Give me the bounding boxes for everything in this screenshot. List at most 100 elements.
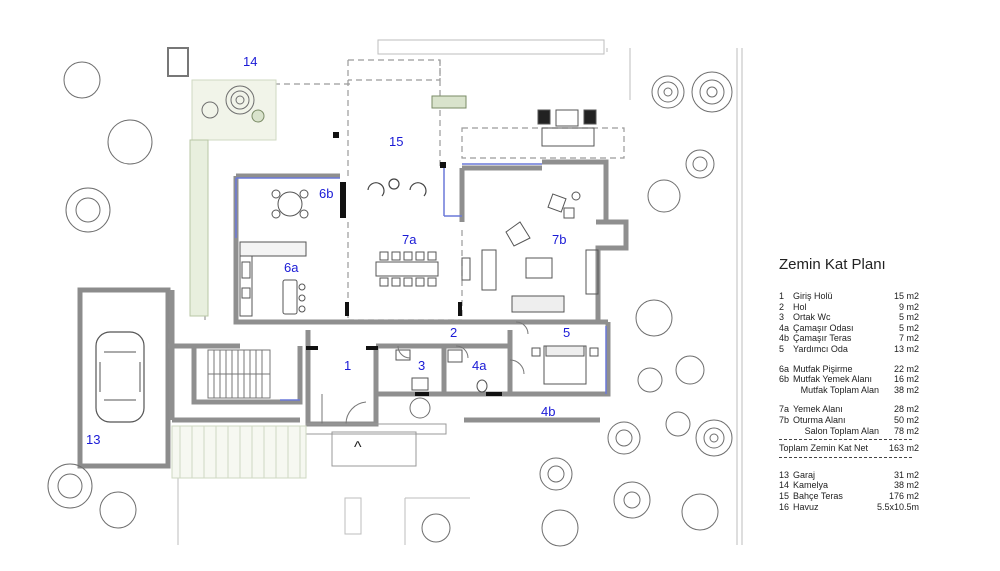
legend-row: 5 Yardımcı Oda 13 m2 bbox=[779, 344, 919, 355]
tree-9 bbox=[607, 421, 641, 455]
tree-16 bbox=[47, 463, 93, 509]
legend-row-number: 14 bbox=[779, 480, 790, 491]
room-label-6a: 6a bbox=[284, 260, 299, 275]
legend-row-name: Çamaşır Teras bbox=[793, 333, 852, 344]
legend-row-value: 38 m2 bbox=[893, 480, 919, 491]
legend-divider-2 bbox=[779, 456, 912, 458]
tree-21 bbox=[421, 513, 451, 543]
legend-row-name: Kamelya bbox=[793, 480, 829, 491]
tree-18 bbox=[409, 397, 431, 419]
tree-8 bbox=[695, 419, 733, 457]
legend-row-number: 7b bbox=[779, 414, 790, 425]
legend-row-value: 22 m2 bbox=[893, 363, 919, 374]
legend-row-name: Oturma Alanı bbox=[793, 414, 846, 425]
room-label-14: 14 bbox=[243, 54, 257, 69]
tree-12 bbox=[681, 493, 719, 531]
planter bbox=[251, 95, 467, 123]
legend-row-name: Yardımcı Oda bbox=[793, 343, 848, 354]
shrub-strip bbox=[189, 139, 209, 317]
glazing bbox=[235, 163, 607, 401]
wc-fixtures bbox=[395, 349, 488, 393]
garage bbox=[77, 287, 171, 469]
tree-19 bbox=[539, 457, 573, 491]
entrance-canopy bbox=[305, 423, 447, 467]
room-label-4b: 4b bbox=[541, 404, 555, 419]
legend-row-name: Yemek Alanı bbox=[793, 404, 843, 415]
legend-row-name: Giriş Holü bbox=[793, 291, 833, 301]
legend-row-number: 6a bbox=[779, 363, 790, 374]
legend-row-value: 7 m2 bbox=[898, 333, 919, 344]
lawn-strip bbox=[171, 425, 307, 479]
legend-row-value: 5 m2 bbox=[898, 312, 919, 323]
dining-table bbox=[375, 251, 439, 287]
trees bbox=[47, 61, 733, 547]
legend-row-value: 13 m2 bbox=[893, 343, 919, 354]
tree-17 bbox=[99, 491, 137, 529]
legend-row-value: 5.5x10.5m bbox=[876, 501, 919, 512]
room-label-13: 13 bbox=[86, 432, 100, 447]
room-label-7b: 7b bbox=[552, 232, 566, 247]
tree-11 bbox=[613, 481, 651, 519]
room-label-5: 5 bbox=[563, 325, 570, 340]
legend-row-name: Çamaşır Odası bbox=[793, 322, 854, 333]
legend-row-value: 50 m2 bbox=[893, 414, 919, 425]
tree-10 bbox=[665, 411, 691, 437]
tree-14 bbox=[63, 61, 101, 99]
legend-divider bbox=[779, 439, 912, 441]
legend-row-number: 6b bbox=[779, 374, 790, 385]
legend-row-value: 5 m2 bbox=[898, 322, 919, 333]
legend-row-number: 4b bbox=[779, 333, 790, 344]
legend-row-value: 31 m2 bbox=[893, 469, 919, 480]
legend-row-number: 15 bbox=[779, 490, 790, 501]
tree-5 bbox=[685, 149, 715, 179]
room-label-6b: 6b bbox=[319, 186, 333, 201]
tree-22 bbox=[637, 367, 663, 393]
tree-15 bbox=[107, 119, 153, 165]
entry-arrow: ^ bbox=[354, 439, 362, 456]
legend-row-number: 7a bbox=[779, 404, 790, 415]
legend-row: Salon Toplam Alan 78 m2 bbox=[779, 426, 919, 437]
legend-row-name: Hol bbox=[793, 301, 807, 312]
legend-total-name: Toplam Zemin Kat Net bbox=[779, 443, 869, 454]
legend-row-value: 176 m2 bbox=[888, 490, 919, 501]
tree-3 bbox=[651, 75, 685, 109]
legend-row-number: 13 bbox=[779, 469, 790, 480]
legend-row-number: 5 bbox=[779, 343, 785, 354]
legend-row-name: Salon Toplam Alan bbox=[804, 425, 879, 436]
legend-row-value: 15 m2 bbox=[893, 291, 919, 301]
terrace-chairs bbox=[367, 178, 427, 197]
stairs bbox=[207, 349, 271, 399]
legend-row-value: 16 m2 bbox=[893, 374, 919, 385]
tree-20 bbox=[541, 509, 579, 547]
room-label-3: 3 bbox=[418, 358, 425, 373]
legend-row-number: 4a bbox=[779, 322, 790, 333]
legend-total-value: 163 m2 bbox=[888, 443, 919, 454]
legend-row-number: 3 bbox=[779, 312, 785, 323]
room-label-2: 2 bbox=[450, 325, 457, 340]
kamelya-area bbox=[167, 47, 277, 141]
legend-row-value: 9 m2 bbox=[898, 301, 919, 312]
room-label-4a: 4a bbox=[472, 358, 487, 373]
legend-row-value: 38 m2 bbox=[893, 384, 919, 395]
legend-row-value: 78 m2 bbox=[893, 425, 919, 436]
legend-row-value: 28 m2 bbox=[893, 404, 919, 415]
legend-row-name: Havuz bbox=[793, 501, 819, 512]
legend-row: 2 Hol 9 m2 bbox=[779, 302, 919, 313]
legend-row-number: 2 bbox=[779, 301, 785, 312]
